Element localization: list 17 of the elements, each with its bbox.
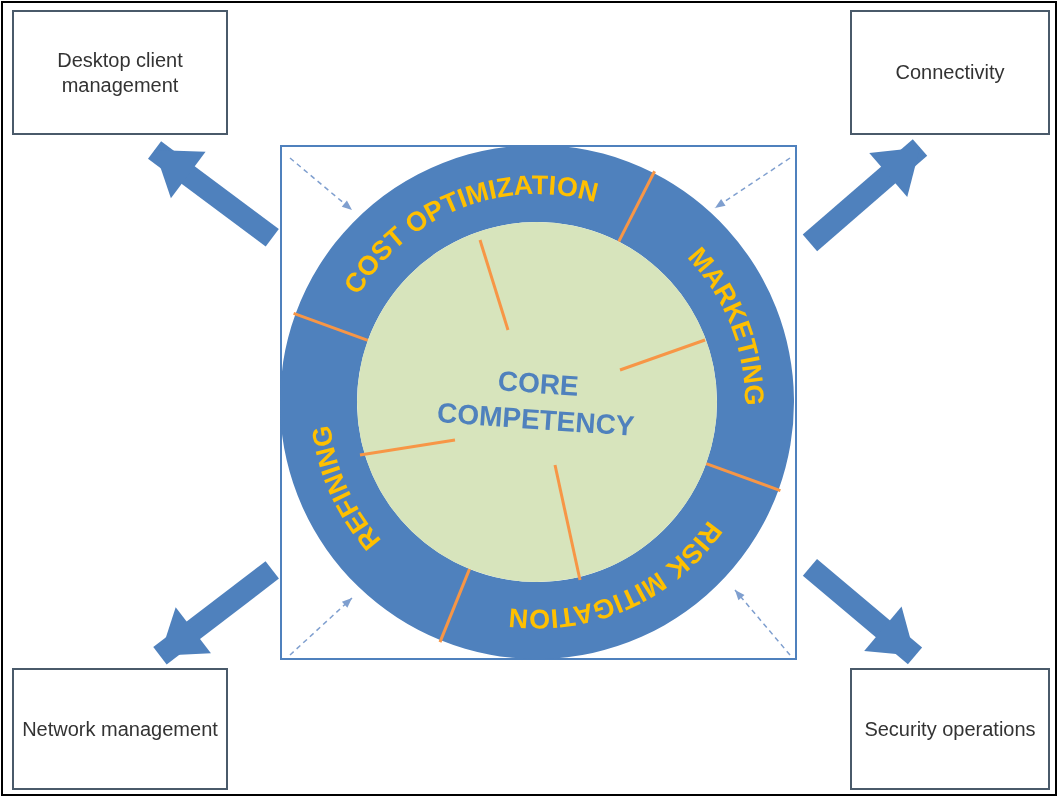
block-arrow	[148, 141, 279, 247]
box-label: Connectivity	[895, 60, 1005, 85]
block-arrow	[802, 558, 923, 665]
block-arrow	[153, 561, 279, 665]
box-label: Security operations	[864, 716, 1036, 742]
core-label: CORE COMPETENCY	[435, 363, 637, 444]
topic-box	[12, 668, 228, 790]
arrow	[289, 597, 353, 656]
block-arrow	[802, 139, 928, 252]
topic-box	[850, 668, 1050, 790]
arrow	[714, 157, 791, 209]
box-label: Desktop client management	[56, 47, 184, 98]
arrow	[289, 157, 353, 211]
arrow	[734, 589, 791, 656]
topic-box	[12, 10, 228, 135]
topic-box	[850, 10, 1050, 135]
box-label: Network management	[22, 716, 218, 742]
